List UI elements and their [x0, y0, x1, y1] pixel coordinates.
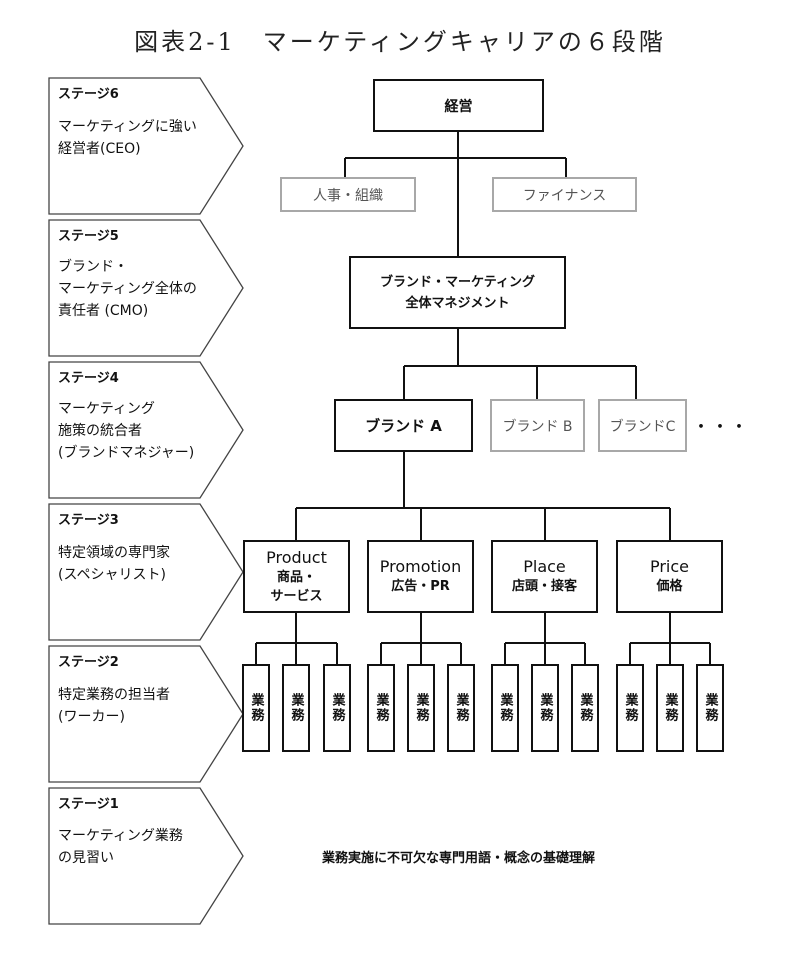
task-box: 業務: [323, 664, 351, 752]
stage-1-desc: マーケティング業務 の見習い: [58, 828, 183, 866]
stage-3-chevron: [48, 503, 244, 641]
task-box: 業務: [656, 664, 684, 752]
brand-c-box: ブランドC: [598, 399, 687, 452]
stage-chevrons: [48, 77, 244, 925]
stage-2-label: ステージ2: [58, 655, 119, 670]
ceo-box: 経営: [373, 79, 544, 132]
stage-6-label: ステージ6: [58, 87, 119, 102]
task-box: 業務: [571, 664, 599, 752]
task-box: 業務: [447, 664, 475, 752]
task-box: 業務: [407, 664, 435, 752]
hr-box: 人事・組織: [280, 177, 416, 212]
task-box: 業務: [491, 664, 519, 752]
task-box: 業務: [282, 664, 310, 752]
stage-3-desc: 特定領域の専門家 (スペシャリスト): [58, 545, 170, 583]
finance-box: ファイナンス: [492, 177, 637, 212]
stage-2-chevron: [48, 645, 244, 783]
stage-1-label: ステージ1: [58, 797, 119, 812]
figure-title: 図表2-1 マーケティングキャリアの６段階: [134, 28, 666, 56]
brand-a-box: ブランド A: [334, 399, 473, 452]
stage-4-label: ステージ4: [58, 371, 119, 386]
stage-5-label: ステージ5: [58, 229, 119, 244]
task-box: 業務: [531, 664, 559, 752]
task-box: 業務: [242, 664, 270, 752]
stage-5-chevron: [48, 219, 244, 357]
stage-6-desc: マーケティングに強い 経営者(CEO): [58, 119, 197, 157]
more-brands-ellipsis: ・・・: [692, 417, 749, 438]
task-box: 業務: [616, 664, 644, 752]
cmo-box: ブランド・マーケティング全体マネジメント: [349, 256, 566, 329]
brand-b-box: ブランド B: [490, 399, 585, 452]
task-box: 業務: [367, 664, 395, 752]
task-box: 業務: [696, 664, 724, 752]
stage-6-chevron: [48, 77, 244, 215]
stage-1-footer-text: 業務実施に不可欠な専門用語・概念の基礎理解: [322, 851, 596, 866]
stage-1-chevron: [48, 787, 244, 925]
stage-4-desc: マーケティング 施策の統合者 (ブランドマネジャー): [58, 401, 195, 461]
stage-3-label: ステージ3: [58, 513, 119, 528]
stage-4-chevron: [48, 361, 244, 499]
connector-lines: [255, 131, 711, 664]
stage-5-desc: ブランド・ マーケティング全体の 責任者 (CMO): [58, 259, 197, 319]
stage-2-desc: 特定業務の担当者 (ワーカー): [58, 687, 170, 725]
